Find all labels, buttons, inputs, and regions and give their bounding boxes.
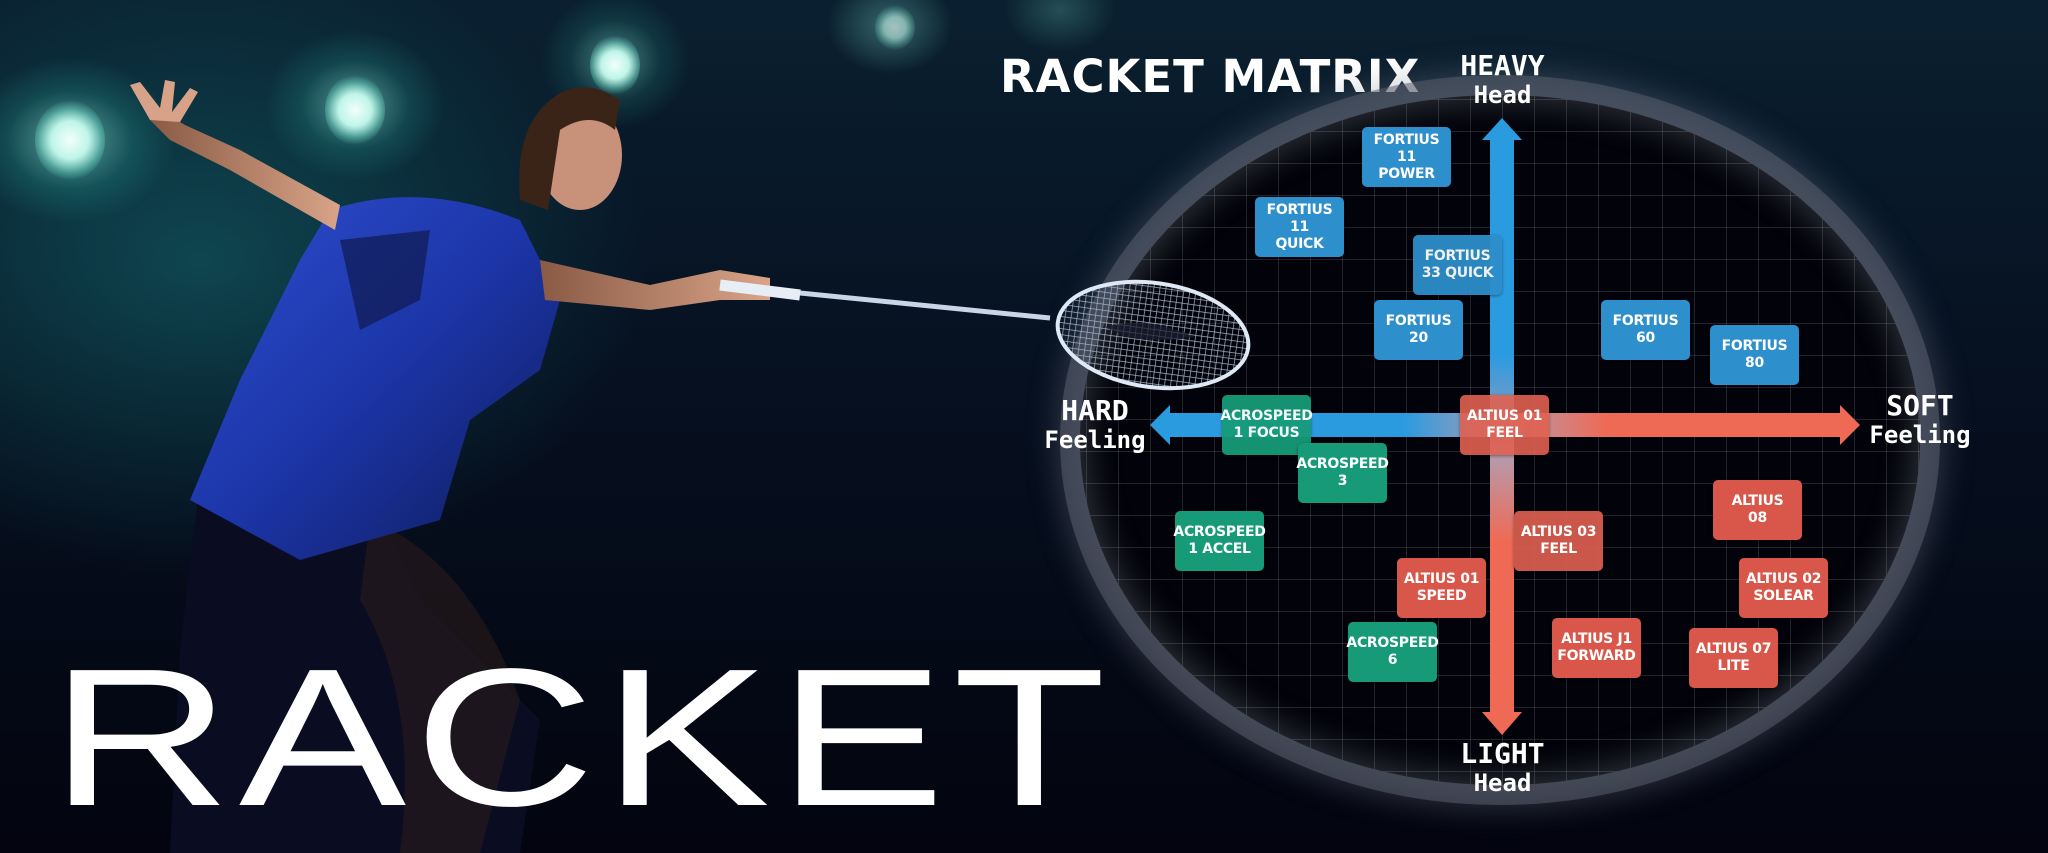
product-acrospeed-1-focus: ACROSPEED 1 FOCUS [1220,395,1313,455]
product-name-line2: SOLEAR [1753,588,1814,604]
product-name-line1: FORTIUS [1612,313,1679,329]
product-altius-07-lite: ALTIUS 07 LITE [1689,628,1778,688]
product-name-line2: 60 [1636,330,1655,346]
spotlight [35,100,105,180]
product-name-line1: FORTIUS [1424,248,1491,264]
spotlight [875,5,915,50]
product-name-line1: FORTIUS 11 [1373,131,1440,165]
axis-bottom-main: LIGHT [1460,737,1545,770]
axis-left-sub: Feeling [1044,426,1146,455]
axis-top-main: HEAVY [1460,49,1545,82]
axis-top-sub: Head [1473,81,1532,110]
product-altius-08: ALTIUS 08 [1713,480,1802,540]
product-name-line2: 08 [1748,510,1767,526]
product-name-line1: ACROSPEED [1173,524,1266,540]
product-name-line2: 1 FOCUS [1233,425,1300,441]
product-name-line1: ALTIUS 02 [1745,571,1822,587]
product-name-line1: ALTIUS 01 [1403,571,1480,587]
product-name-line1: ALTIUS [1731,493,1784,509]
product-name-line1: ALTIUS 01 [1466,408,1543,424]
badminton-player-image [130,80,1051,853]
axis-right-main: SOFT [1886,389,1954,422]
axis-bottom-sub: Head [1473,769,1532,798]
product-name-line1: ACROSPEED [1220,408,1313,424]
product-name-line1: FORTIUS [1721,338,1788,354]
product-acrospeed-6: ACROSPEED 6 [1346,622,1439,682]
product-name-line1: FORTIUS 11 [1266,201,1333,235]
product-name-line2: 33 QUICK [1421,265,1494,281]
product-name-line2: 6 [1387,652,1398,668]
spotlight [590,35,640,95]
product-name-line2: POWER [1378,165,1435,182]
product-fortius-60: FORTIUS 60 [1601,300,1690,360]
axis-label-right: SOFT Feeling [1860,389,1980,450]
product-altius-01-speed: ALTIUS 01 SPEED [1397,558,1486,618]
product-name-line1: ACROSPEED [1296,456,1389,472]
axis-label-top: HEAVY Head [1450,49,1555,110]
product-altius-j1-forward: ALTIUS J1 FORWARD [1552,618,1641,678]
product-name-line2: SPEED [1416,588,1467,604]
product-fortius-11-quick: FORTIUS 11 QUICK [1255,197,1344,257]
product-name-line2: QUICK [1275,235,1324,252]
product-fortius-33-quick: FORTIUS 33 QUICK [1413,235,1502,295]
racket-head-image [1055,279,1251,391]
product-name-line2: FORWARD [1557,648,1636,664]
product-altius-03-feel: ALTIUS 03 FEEL [1514,511,1603,571]
product-name-line2: 80 [1745,355,1764,371]
product-name-line2: FEEL [1540,541,1577,557]
axis-right-sub: Feeling [1869,421,1971,450]
product-name-line2: 1 ACCEL [1188,541,1251,557]
product-acrospeed-3: ACROSPEED 3 [1296,443,1389,503]
axis-label-left: HARD Feeling [1030,394,1160,455]
product-name-line1: ALTIUS 07 [1695,641,1772,657]
product-name-line2: 20 [1409,330,1428,346]
product-altius-02-solear: ALTIUS 02 SOLEAR [1739,558,1828,618]
product-name-line1: ALTIUS 03 [1520,524,1597,540]
product-fortius-20: FORTIUS 20 [1374,300,1463,360]
product-name-line2: FEEL [1486,425,1523,441]
spotlight [325,75,385,145]
product-fortius-11-power: FORTIUS 11 POWER [1362,127,1451,187]
axis-left-main: HARD [1061,394,1129,427]
racket-headline: RACKET [50,628,1114,847]
axis-label-bottom: LIGHT Head [1450,737,1555,798]
product-fortius-80: FORTIUS 80 [1710,325,1799,385]
product-name-line2: 3 [1337,473,1348,489]
product-name-line1: FORTIUS [1385,313,1452,329]
product-name-line1: ALTIUS J1 [1561,631,1632,647]
matrix-title: RACKET MATRIX [1000,50,1421,103]
product-acrospeed-1-accel: ACROSPEED 1 ACCEL [1173,511,1266,571]
product-name-line2: LITE [1717,658,1750,674]
product-name-line1: ACROSPEED [1346,635,1439,651]
product-altius-01-feel: ALTIUS 01 FEEL [1460,395,1549,455]
